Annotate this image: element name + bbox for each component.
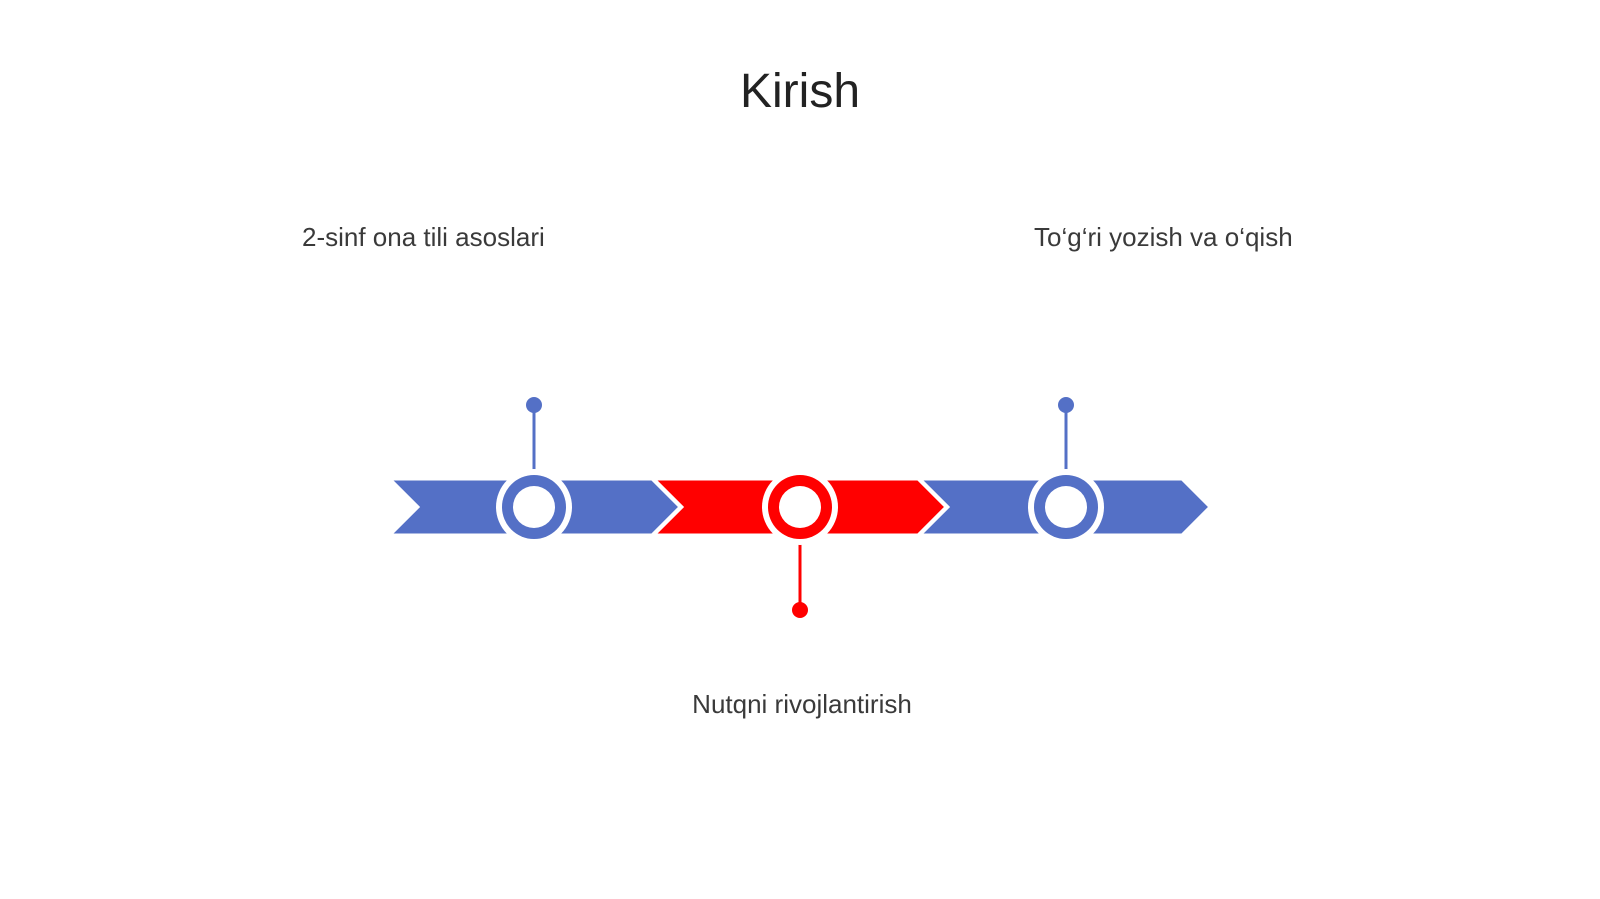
milestone-label-3: To‘g‘ri yozish va o‘qish	[1034, 222, 1293, 252]
milestone-dot-2	[792, 602, 808, 618]
milestone-label-2: Nutqni rivojlantirish	[692, 689, 912, 719]
milestone-label-1: 2-sinf ona tili asoslari	[302, 222, 545, 252]
milestone-node-center-2	[779, 486, 821, 528]
milestone-node-center-3	[1045, 486, 1087, 528]
milestone-dot-3	[1058, 397, 1074, 413]
milestone-dot-1	[526, 397, 542, 413]
milestone-node-center-1	[513, 486, 555, 528]
slide-title: Kirish	[739, 65, 861, 118]
